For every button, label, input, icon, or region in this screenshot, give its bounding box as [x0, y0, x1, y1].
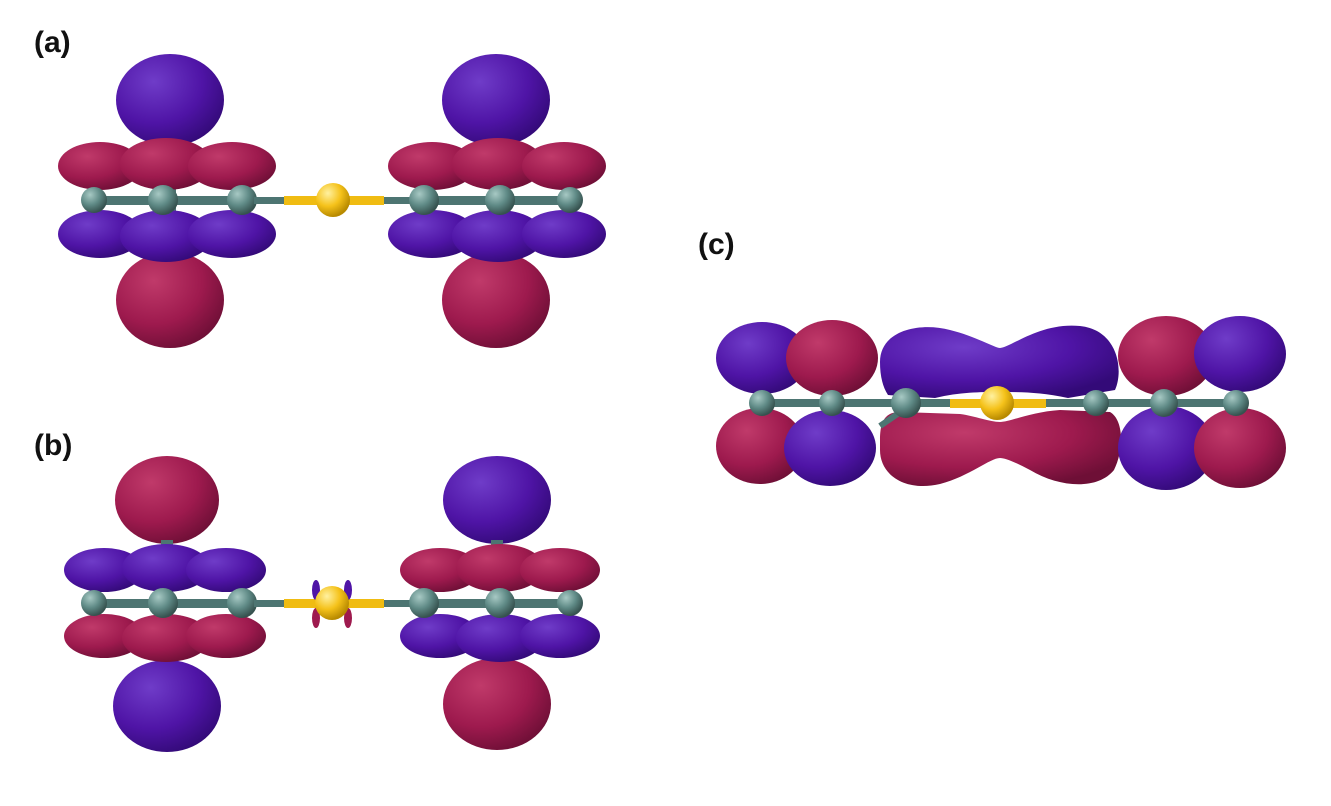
lower-ring-lobe	[122, 614, 210, 662]
left-fragment	[64, 456, 266, 752]
upper-ring-lobe	[188, 142, 276, 190]
upper-lobe	[1194, 316, 1286, 392]
right-fragment	[388, 54, 606, 348]
lower-ring-lobe	[522, 210, 606, 258]
panel-label-b: (b)	[34, 429, 73, 462]
carbon-atom	[409, 588, 439, 618]
panel-label-c: (c)	[698, 228, 735, 261]
panel-a	[58, 54, 606, 348]
upper-ring-lobe	[522, 142, 606, 190]
central-atom	[980, 386, 1014, 420]
upper-lobe	[786, 320, 878, 396]
small-lobe	[344, 608, 352, 628]
top-lobe	[115, 456, 219, 544]
central-atom	[315, 586, 349, 620]
small-lobe	[312, 608, 320, 628]
carbon-atom	[148, 185, 178, 215]
carbon-atom	[81, 590, 107, 616]
bond-c-au	[254, 197, 284, 204]
carbon-atom	[409, 185, 439, 215]
upper-ring-lobe	[452, 138, 544, 190]
top-lobe	[116, 54, 224, 146]
carbon-atom	[485, 185, 515, 215]
lower-ring-lobe	[120, 210, 212, 262]
upper-ring-lobe	[456, 544, 544, 592]
upper-lobe	[716, 322, 808, 394]
carbon-atom	[227, 588, 257, 618]
lower-ring-lobe	[188, 210, 276, 258]
bond-c-au	[384, 197, 414, 204]
carbon-atom	[148, 588, 178, 618]
upper-ring-lobe	[186, 548, 266, 592]
lower-dumbbell-lobe	[880, 410, 1122, 486]
upper-ring-lobe	[120, 138, 212, 190]
upper-ring-lobe	[388, 142, 476, 190]
upper-ring-lobe	[64, 548, 144, 592]
carbon-atom	[891, 388, 921, 418]
bond-c-au	[384, 600, 414, 607]
lower-ring-lobe	[64, 614, 144, 658]
carbon-atom	[1150, 389, 1178, 417]
panel-b	[64, 456, 600, 752]
carbon-atom	[557, 187, 583, 213]
lower-lobe	[784, 410, 876, 486]
lower-ring-lobe	[388, 210, 476, 258]
upper-ring-lobe	[58, 142, 142, 190]
bottom-lobe	[443, 658, 551, 750]
carbon-atom	[485, 588, 515, 618]
bottom-lobe	[116, 252, 224, 348]
upper-dumbbell-lobe	[880, 325, 1119, 398]
bottom-lobe	[442, 252, 550, 348]
top-lobe	[442, 54, 550, 146]
upper-ring-lobe	[122, 544, 210, 592]
carbon-atom	[227, 185, 257, 215]
lower-ring-lobe	[186, 614, 266, 658]
bottom-lobe	[113, 660, 221, 752]
panel-c	[716, 316, 1286, 490]
lower-ring-lobe	[456, 614, 544, 662]
carbon-atom	[557, 590, 583, 616]
lower-ring-lobe	[520, 614, 600, 658]
carbon-atom	[1223, 390, 1249, 416]
top-lobe	[443, 456, 551, 544]
bond-c-au	[254, 600, 284, 607]
lower-lobe	[1118, 406, 1214, 490]
left-fragment	[58, 54, 276, 348]
carbon-atom	[81, 187, 107, 213]
panel-label-a: (a)	[34, 26, 71, 59]
upper-ring-lobe	[520, 548, 600, 592]
lower-ring-lobe	[452, 210, 544, 262]
lower-lobe	[716, 408, 804, 484]
carbon-atom	[1083, 390, 1109, 416]
lower-lobe	[1194, 408, 1286, 488]
right-fragment	[400, 456, 600, 750]
central-atom	[316, 183, 350, 217]
upper-lobe	[1118, 316, 1214, 396]
carbon-atom	[749, 390, 775, 416]
lower-ring-lobe	[58, 210, 142, 258]
carbon-atom	[819, 390, 845, 416]
